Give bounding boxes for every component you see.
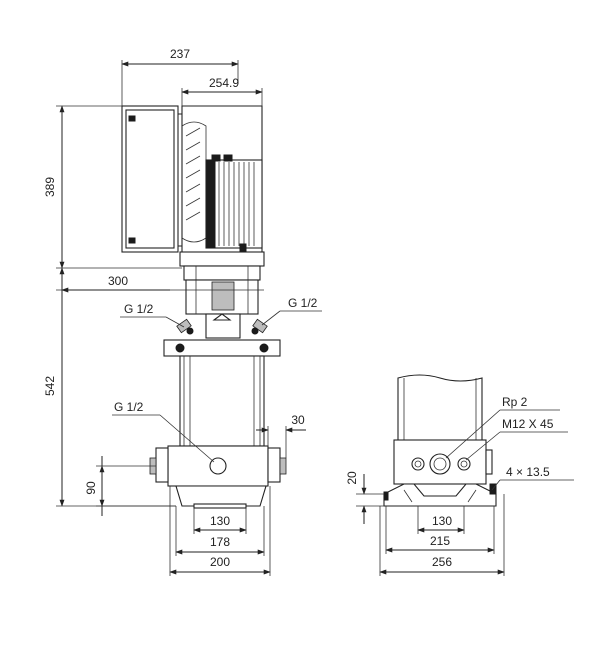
vent-screw-right [251, 318, 268, 335]
side-base-feet [383, 483, 497, 507]
dim-389: 389 [43, 177, 57, 197]
callout-rp: Rp 2 [502, 395, 528, 409]
dim-300: 300 [108, 274, 128, 288]
inlet-port [155, 447, 169, 483]
shaft-seal [205, 313, 241, 339]
dim-254-9: 254.9 [209, 76, 239, 90]
front-callouts: G 1/2 G 1/2 G 1/2 [112, 296, 322, 463]
callout-holes: 4 × 13.5 [506, 465, 550, 479]
callout-g-lower: G 1/2 [114, 400, 144, 414]
dim-178: 178 [210, 535, 230, 549]
side-port [429, 453, 451, 475]
dim-130-side: 130 [432, 514, 452, 528]
dim-215: 215 [430, 534, 450, 548]
dim-256: 256 [432, 555, 452, 569]
side-bolt-left [411, 457, 425, 471]
callout-g-left-top: G 1/2 [124, 302, 154, 316]
callout-bolt: M12 X 45 [502, 417, 554, 431]
motor-ribs [218, 162, 255, 246]
dim-90: 90 [84, 481, 98, 495]
base-foot [175, 485, 267, 507]
side-view [383, 374, 497, 507]
dim-130-front: 130 [210, 514, 230, 528]
side-callouts: Rp 2 M12 X 45 4 × 13.5 [445, 395, 574, 491]
front-view [121, 105, 287, 509]
front-dimensions: 237 254.9 389 300 542 90 30 [43, 47, 306, 576]
dim-200: 200 [210, 555, 230, 569]
dim-237: 237 [170, 47, 190, 61]
dim-542: 542 [43, 376, 57, 396]
motor-flange [179, 251, 265, 267]
dim-20: 20 [345, 471, 359, 485]
outlet-port [267, 447, 281, 483]
vent-screw-left [176, 318, 194, 335]
dim-30: 30 [291, 413, 305, 427]
callout-g-right-top: G 1/2 [288, 296, 318, 310]
side-column [397, 374, 483, 441]
coupling [211, 281, 235, 311]
side-dimensions: 20 130 215 256 [345, 471, 505, 576]
terminal-screw [128, 237, 136, 244]
motor-stool [183, 265, 261, 281]
pump-sleeve [179, 355, 265, 447]
side-bolt-right [457, 457, 471, 471]
motor-fins [185, 127, 201, 221]
terminal-screw [128, 115, 136, 122]
